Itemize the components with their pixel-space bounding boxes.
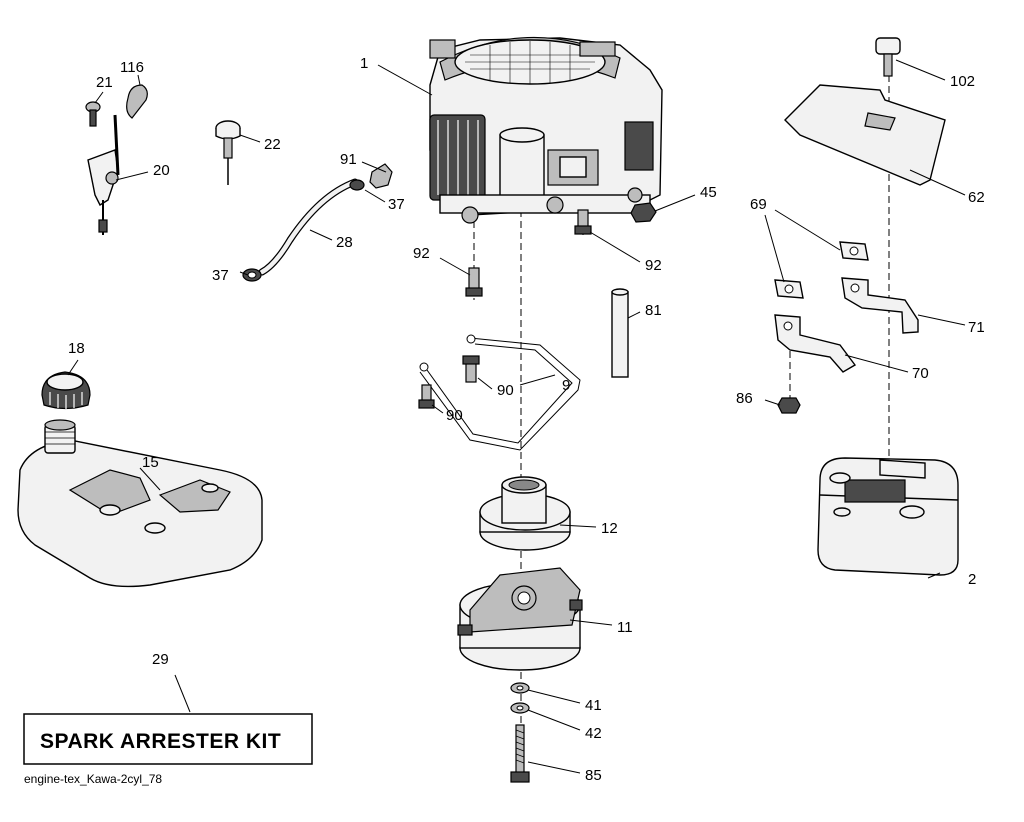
- fuel-hose: [258, 178, 359, 276]
- callout-20: 20: [153, 162, 170, 179]
- callout-37-upper: 37: [388, 196, 405, 213]
- callout-1: 1: [360, 55, 368, 72]
- callout-92-left: 92: [413, 245, 430, 262]
- callout-21: 21: [96, 74, 113, 91]
- callout-37-lower: 37: [212, 267, 229, 284]
- engine: [429, 36, 663, 224]
- fuel-cap: [41, 371, 91, 410]
- exhaust-pipe-71: [841, 277, 919, 334]
- callout-86: 86: [736, 390, 753, 407]
- muffler: [817, 457, 959, 576]
- callout-90-lower: 90: [446, 407, 463, 424]
- callout-11: 11: [617, 619, 633, 636]
- hose-clamp-lower: [242, 268, 262, 282]
- callout-28: 28: [336, 234, 353, 251]
- bolt-90-lower: [418, 384, 435, 409]
- nut-86: [777, 397, 801, 414]
- bolt-85: [510, 724, 530, 783]
- callout-102: 102: [950, 73, 975, 90]
- callout-92-right: 92: [645, 257, 662, 274]
- engine-screen-grid: [465, 41, 595, 84]
- heat-shield: [784, 84, 946, 186]
- callout-116: 116: [120, 59, 144, 76]
- washer-41: [510, 682, 530, 694]
- bolt-92-left: [465, 267, 483, 297]
- callout-42: 42: [585, 725, 602, 742]
- callout-71: 71: [968, 319, 985, 336]
- callout-41: 41: [585, 697, 602, 714]
- callout-29: 29: [152, 651, 169, 668]
- idler-bracket: [419, 334, 581, 451]
- leader-lines: [67, 59, 966, 774]
- callout-18: 18: [68, 340, 85, 357]
- nut-45: [630, 202, 657, 223]
- callout-62: 62: [968, 189, 985, 206]
- callout-45: 45: [700, 184, 717, 201]
- screw-21: [85, 101, 101, 127]
- fuel-filter-91: [369, 163, 393, 189]
- fuel-tank: [17, 419, 263, 588]
- callout-15: 15: [142, 454, 159, 471]
- callout-70: 70: [912, 365, 929, 382]
- washer-42: [510, 702, 530, 714]
- bolt-90-upper: [462, 355, 480, 383]
- callout-12: 12: [601, 520, 618, 537]
- callout-90-upper: 90: [497, 382, 514, 399]
- callout-9: 9: [562, 377, 570, 394]
- diagram-file-name: engine-tex_Kawa-2cyl_78: [24, 772, 162, 786]
- callout-69: 69: [750, 196, 767, 213]
- gaskets: [774, 241, 869, 299]
- hose-clamp-upper: [349, 179, 365, 191]
- callout-2: 2: [968, 571, 976, 588]
- choke-knob: [215, 120, 241, 185]
- callout-81: 81: [645, 302, 662, 319]
- exhaust-pipe-70: [774, 314, 857, 373]
- callout-85: 85: [585, 767, 602, 784]
- knob-116: [126, 84, 148, 119]
- bolt-92-right: [574, 209, 592, 235]
- throttle-control: [87, 114, 120, 235]
- electric-clutch: [457, 567, 583, 671]
- knob-102: [875, 37, 901, 77]
- pulley: [479, 476, 571, 551]
- tube-81: [611, 288, 629, 378]
- spark-arrester-kit-label: SPARK ARRESTER KIT: [40, 730, 281, 753]
- callout-22: 22: [264, 136, 281, 153]
- spark-arrester-kit-box: SPARK ARRESTER KIT: [23, 713, 313, 765]
- callout-91: 91: [340, 151, 357, 168]
